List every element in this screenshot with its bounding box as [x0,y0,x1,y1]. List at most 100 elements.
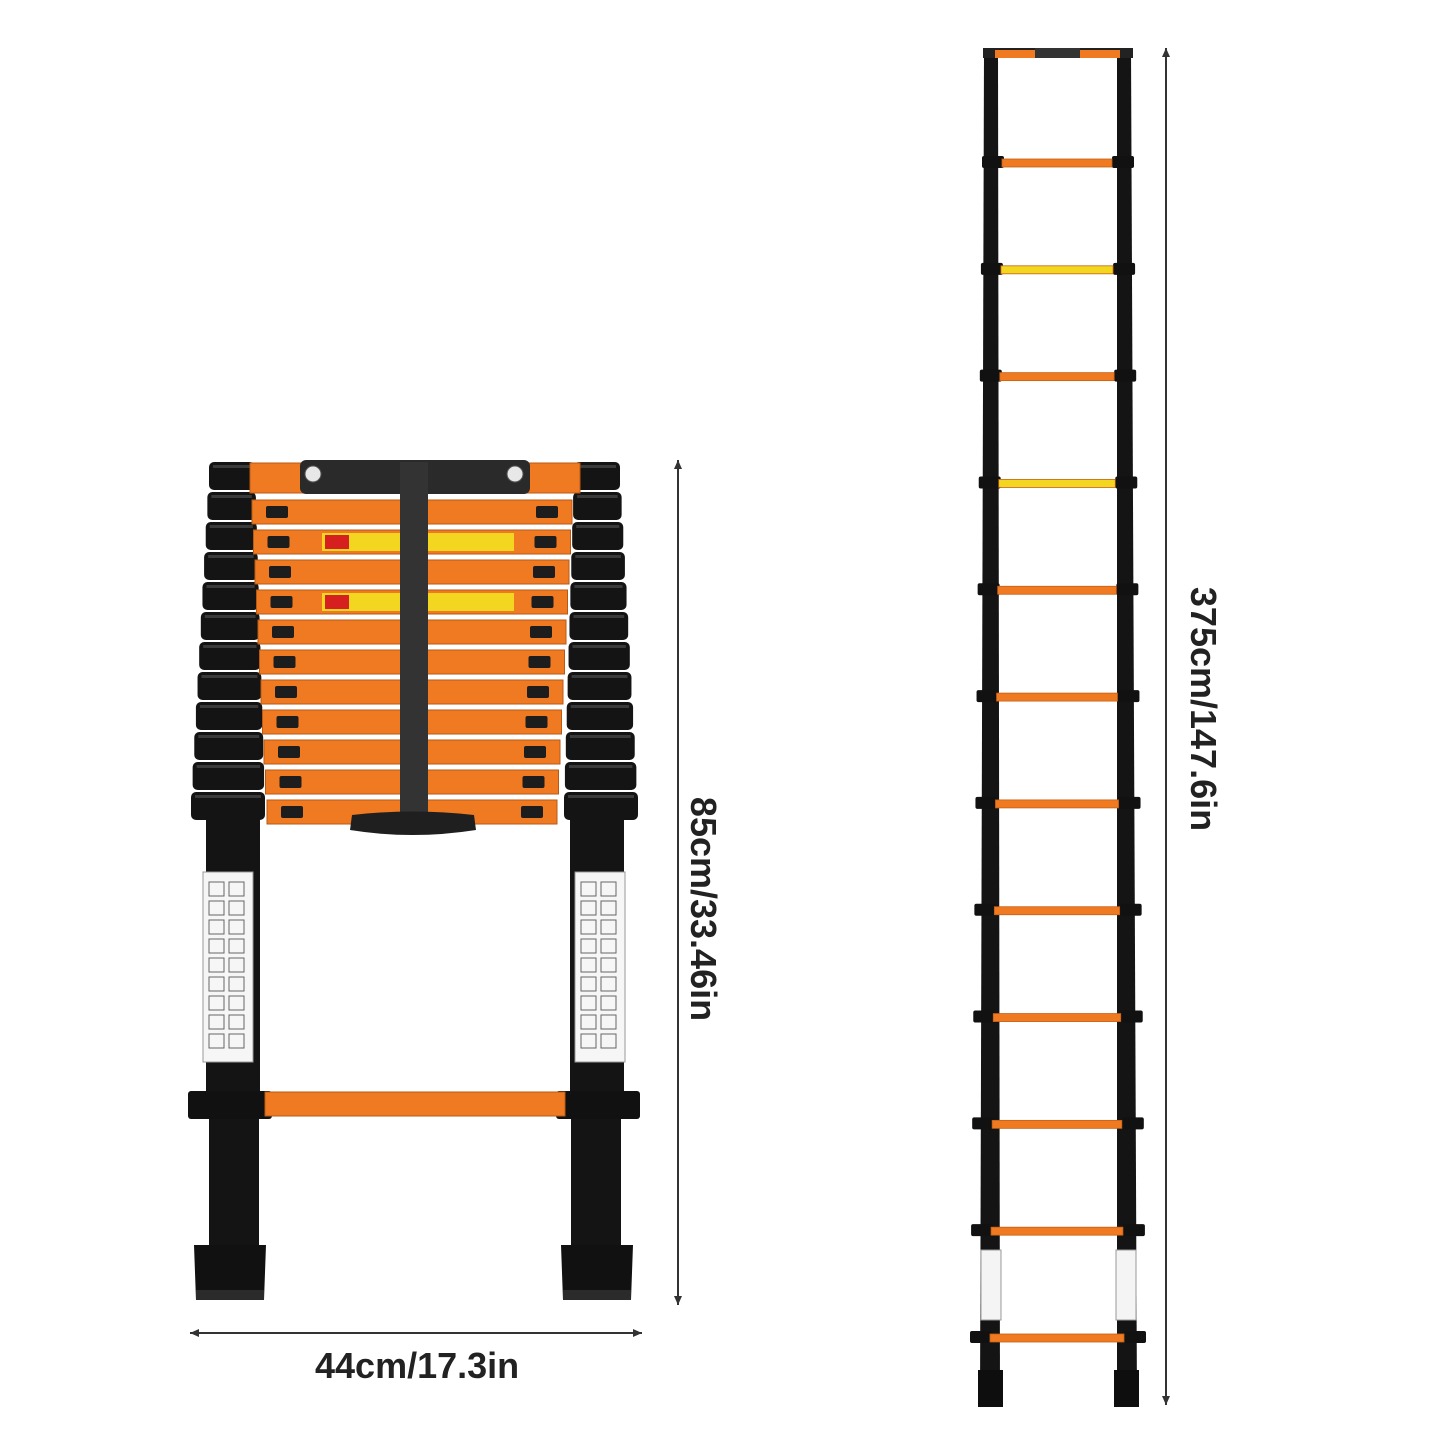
sticker-pictogram [580,881,597,897]
rung-lock-right [533,566,555,578]
left-collar [204,552,258,580]
sticker-pictogram [600,1033,617,1049]
extended-collar-right [1124,1331,1146,1343]
rung-lock-right [536,506,558,518]
sticker-pictogram [600,881,617,897]
extended-collar-left [980,262,1003,275]
rung-lock-left [281,806,303,818]
right-collar [565,732,635,760]
rung-lock-right [522,776,545,788]
extended-rung [1000,265,1114,275]
rung-lock-left [275,686,297,698]
left-collar [199,642,261,670]
top-bolt-right [506,465,524,483]
rung-lock-right [528,656,551,668]
sticker-pictogram [600,1014,617,1030]
extended-collar-right [1114,369,1137,382]
rung-lock-left [278,746,300,758]
extended-right-foot [1114,1370,1139,1407]
extended-rung [993,906,1121,916]
extended-collar-left [974,903,997,916]
left-collar-highlight [211,495,252,498]
left-foot [194,1245,266,1300]
right-foot-tread [563,1290,631,1300]
right-collar [564,762,637,790]
left-collar-highlight [195,795,261,798]
rung-lock-left [270,596,293,608]
right-collar-highlight [568,795,634,798]
left-collar-highlight [203,645,257,648]
right-collar-stack [564,462,638,820]
left-leg-lower [209,1119,259,1249]
right-collar [566,702,634,730]
rung-lock-left [266,506,288,518]
extended-rung [998,479,1116,488]
sticker-pictogram [580,1014,597,1030]
bottom-right-collar [556,1091,640,1119]
extended-left-foot [978,1370,1003,1407]
right-collar [574,462,620,490]
extended-ladder [970,48,1146,1407]
extended-collar-left [973,1010,996,1023]
extended-rung [992,1013,1122,1022]
right-collar [569,612,629,640]
rung-lock-right [534,536,557,548]
rung-lock-right [531,596,554,608]
right-collar-highlight [572,645,626,648]
left-collar-stack [191,462,265,820]
left-collar [192,762,265,790]
sticker-pictogram [580,900,597,916]
folded-width-label: 44cm/17.3in [315,1345,520,1386]
extended-collar-right [1117,690,1140,703]
extended-collar-right [1115,476,1138,489]
left-collar [209,462,255,490]
rung-lock-left [279,776,302,788]
right-collar-highlight [573,615,625,618]
left-collar [207,492,256,520]
sticker-pictogram [208,938,225,954]
sticker-pictogram [228,1014,245,1030]
extended-left-rail [980,50,1000,1405]
right-collar [572,522,624,550]
left-collar [202,582,259,610]
rung-lock-left [269,566,291,578]
extended-rung-stack [970,156,1146,1343]
rung-lock-left [272,626,294,638]
left-collar [205,522,257,550]
right-collar [564,792,638,820]
right-collar-highlight [575,555,621,558]
right-collar [570,582,627,610]
extended-right-sticker [1115,1249,1137,1321]
sticker-pictogram [208,919,225,935]
extended-rung [997,585,1117,595]
sticker-pictogram [208,1033,225,1049]
right-collar [573,492,622,520]
left-collar [195,702,263,730]
left-collar-highlight [209,525,253,528]
sticker-pictogram [228,881,245,897]
sticker-pictogram [228,976,245,992]
left-collar-highlight [213,465,251,468]
sticker-pictogram [600,938,617,954]
sticker-pictogram [580,919,597,935]
extended-top-handle [1035,48,1080,58]
extended-rung [995,799,1119,809]
rung-lock-right [521,806,543,818]
extended-height-label: 375cm/147.6in [1183,586,1224,832]
left-collar-highlight [206,585,255,588]
left-warning-sticker [202,871,254,1063]
left-collar-highlight [208,555,254,558]
sticker-pictogram [580,995,597,1011]
sticker-pictogram [600,976,617,992]
top-bolt-left [304,465,322,483]
left-collar-highlight [204,615,256,618]
extended-collar-left [979,369,1002,382]
right-collar-highlight [569,735,631,738]
right-collar [567,672,632,700]
extended-collar-right [1120,1010,1143,1023]
extended-collar-right [1112,156,1134,168]
sticker-pictogram [228,957,245,973]
right-collar-highlight [577,495,618,498]
extended-rung [990,1226,1124,1236]
sticker-pictogram [600,957,617,973]
